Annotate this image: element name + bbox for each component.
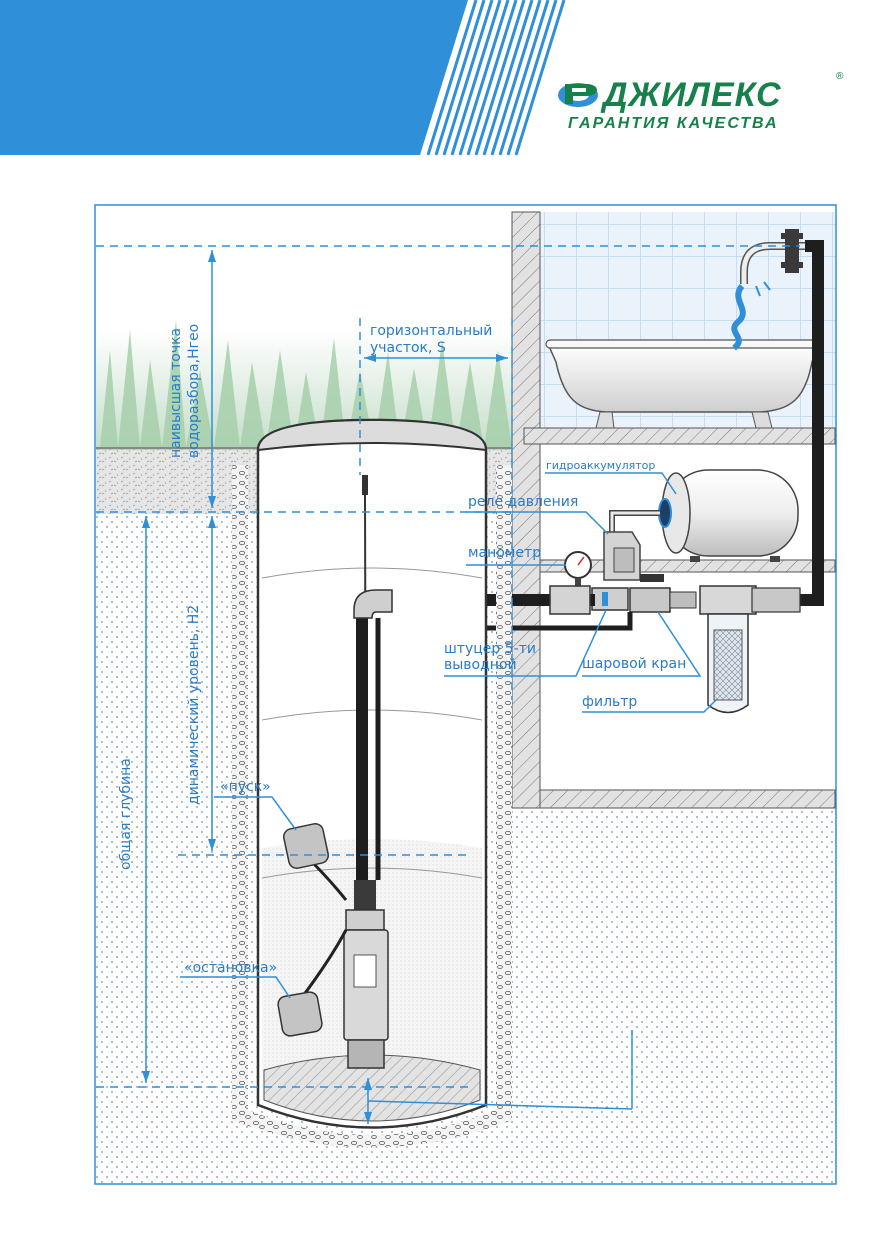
bathtub-icon	[545, 339, 821, 429]
water-drops	[755, 281, 771, 297]
label-horizontal: горизонтальный	[370, 323, 492, 339]
label-total-depth: общая глубина	[118, 758, 134, 870]
elbow-fitting	[353, 589, 393, 619]
label-top-point-2: водоразбора,Hгео	[186, 324, 202, 458]
well	[232, 418, 512, 1148]
filter-icon	[699, 585, 801, 714]
float-switch-stop	[277, 929, 348, 1037]
relay-pipe-inner	[610, 511, 660, 540]
brand-tagline: ГАРАНТИЯ КАЧЕСТВА	[568, 115, 779, 132]
label-top-point: наивысшая точка	[168, 328, 184, 458]
riser-pipe	[800, 240, 824, 606]
label-accumulator: гидроаккумулятор	[546, 459, 655, 472]
label-manometer: манометр	[468, 545, 541, 561]
float-switch-start	[283, 823, 348, 901]
pump-assembly	[343, 475, 393, 1069]
shelf-upper	[523, 427, 836, 445]
pump-icon	[343, 880, 389, 1069]
label-dynamic-level: динамический уровень, H2	[186, 605, 202, 805]
label-horizontal-2: участок, S	[370, 340, 446, 356]
leader-lines	[180, 472, 717, 999]
label-stop: «остановка»	[184, 960, 277, 976]
house-wall	[511, 211, 541, 809]
accumulator-tank	[658, 469, 799, 562]
pressure-relay	[603, 531, 641, 581]
float-switch-icon	[283, 823, 329, 869]
label-start: «пуск»	[220, 779, 271, 795]
label-ball-valve: шаровой кран	[582, 656, 686, 672]
ball-valve	[629, 574, 697, 613]
brand-logo: ДЖИЛЕКС ® ГАРАНТИЯ КАЧЕСТВА	[558, 71, 844, 132]
label-filter: фильтр	[582, 694, 637, 710]
casing-rings	[261, 567, 483, 879]
five-way-fitting	[591, 587, 629, 611]
water-stream	[731, 284, 746, 351]
label-pressure-relay: реле давления	[468, 494, 578, 510]
dimension-lines	[96, 245, 800, 1124]
well-bottom-sediment	[263, 1054, 481, 1122]
label-fitting-2: выводной	[444, 657, 517, 673]
logo-icon	[558, 83, 598, 107]
well-cap	[256, 418, 488, 452]
brand-name: ДЖИЛЕКС	[600, 76, 782, 114]
diagram-frame	[94, 204, 837, 1185]
header-banner	[0, 0, 896, 156]
label-fitting: штуцер 5-ти	[444, 641, 536, 657]
floor-slab	[539, 789, 836, 809]
dimension-arrows	[142, 250, 508, 1124]
registered-mark: ®	[836, 71, 844, 82]
